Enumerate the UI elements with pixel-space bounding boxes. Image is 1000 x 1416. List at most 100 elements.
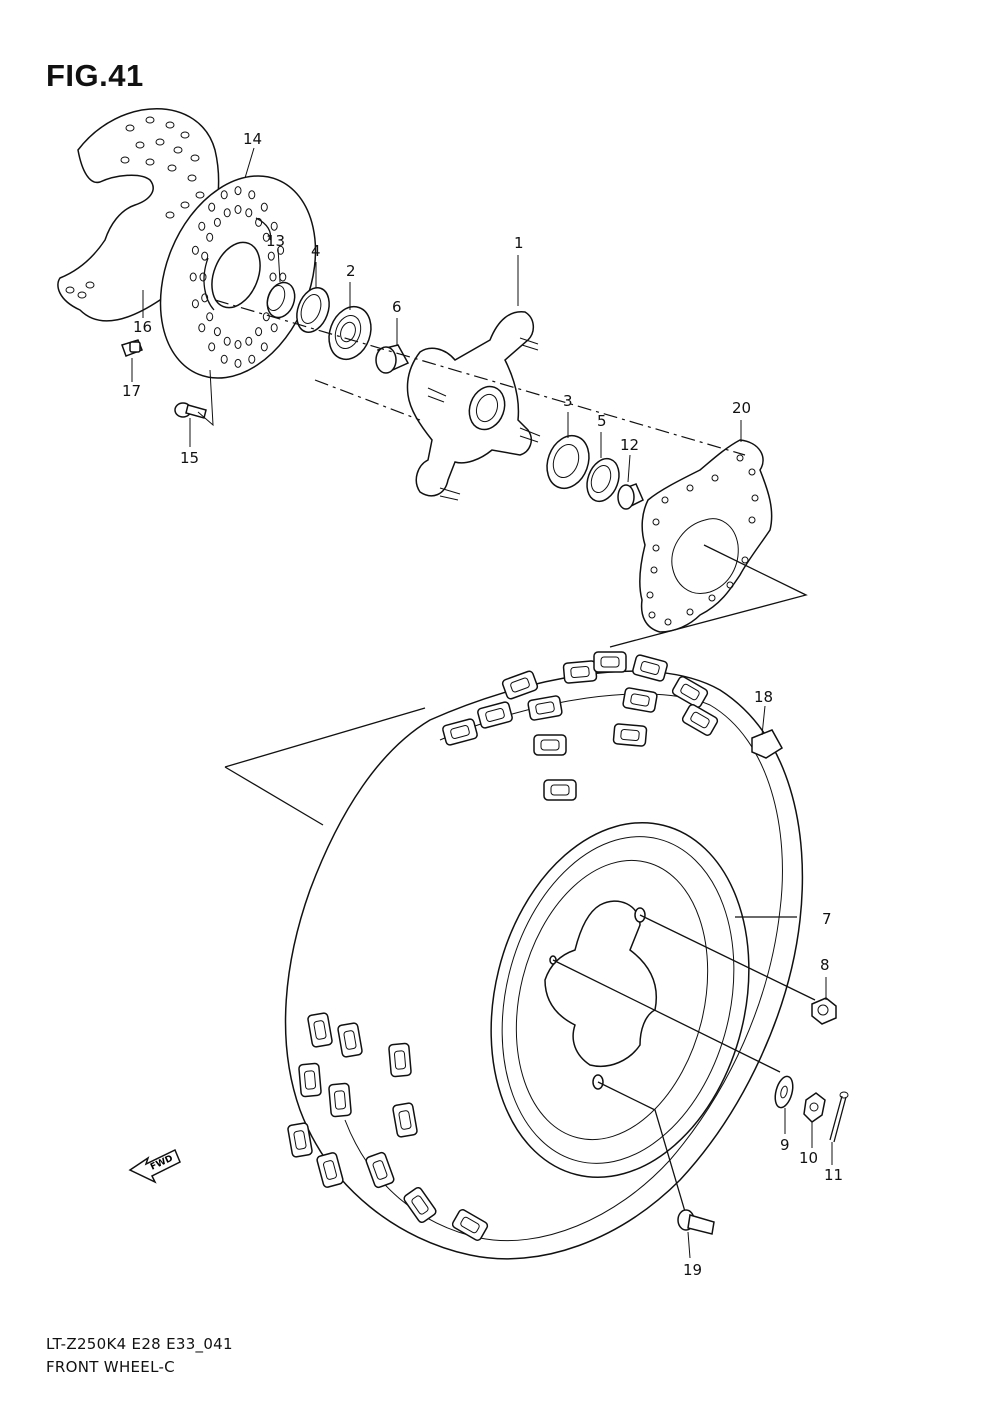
disc-hole	[255, 327, 263, 337]
tread-block	[392, 1102, 418, 1138]
tread-block	[543, 779, 577, 801]
callout-11: 11	[824, 1166, 843, 1184]
tread-block	[388, 1042, 412, 1078]
guard-hole	[187, 174, 197, 182]
tread-block	[451, 1209, 489, 1241]
plate-hole	[741, 556, 749, 564]
oil-seal-4	[296, 287, 330, 333]
callout-leaders	[131, 147, 833, 1259]
tread-block	[501, 670, 539, 700]
castle-nut-10	[803, 1092, 826, 1123]
callout-19: 19	[683, 1261, 702, 1279]
disc-hole	[270, 221, 278, 231]
tread-block	[328, 1082, 352, 1118]
guard-hole	[165, 121, 175, 129]
disc-hole	[213, 327, 221, 337]
callout-15: 15	[180, 449, 199, 467]
plate-hole	[661, 496, 669, 504]
plate-hole	[736, 454, 744, 462]
disc-hole	[213, 217, 221, 227]
disc-hole	[220, 190, 228, 200]
guard-hole	[145, 158, 155, 166]
washer-9	[774, 1075, 794, 1109]
disc-hole	[248, 354, 256, 364]
plate-hole	[751, 494, 759, 502]
guard-hole	[65, 286, 75, 294]
tread-block	[527, 695, 563, 721]
disc-hole	[262, 312, 270, 322]
plate-hole	[648, 611, 656, 619]
oil-seal-5	[586, 457, 620, 503]
callout-16: 16	[133, 318, 152, 336]
tread-block	[533, 734, 567, 756]
disc-hole	[260, 202, 268, 212]
plate-hole	[646, 591, 654, 599]
disc-hole	[234, 340, 242, 349]
disc-hole	[267, 251, 275, 261]
callout-6: 6	[392, 298, 402, 316]
plate-hole	[652, 518, 660, 526]
tread-block	[562, 660, 598, 684]
nut-8	[811, 997, 837, 1025]
guard-hole	[125, 124, 135, 132]
tread-block	[287, 1122, 313, 1158]
disc-hole	[223, 336, 231, 346]
plate-hole	[652, 544, 660, 552]
disc-hole	[223, 208, 231, 218]
guard-hole	[167, 164, 177, 172]
tread-block	[593, 651, 627, 673]
disc-hole	[255, 217, 263, 227]
guard-hole	[195, 191, 205, 199]
guard-hole	[180, 131, 190, 139]
model-code: LT-Z250K4 E28 E33_041	[46, 1335, 233, 1353]
tread-block	[337, 1022, 363, 1058]
plate-hole	[726, 581, 734, 589]
tread-block	[403, 1186, 437, 1224]
callout-2: 2	[346, 262, 356, 280]
disc-hole	[208, 202, 216, 212]
spacer-6	[375, 344, 410, 374]
disc-hole	[234, 186, 242, 196]
tread-block	[612, 723, 648, 747]
plate-hole	[686, 484, 694, 492]
disc-hole	[269, 272, 277, 282]
disc-hole	[206, 312, 214, 322]
guard-hole	[180, 201, 190, 209]
disc-hole	[262, 232, 270, 242]
figure-name: FRONT WHEEL-C	[46, 1358, 175, 1376]
disc-hole	[198, 221, 206, 231]
figure-title: FIG.41	[46, 58, 144, 93]
callout-12: 12	[620, 436, 639, 454]
tread-block	[365, 1151, 395, 1189]
bearing-2	[328, 305, 372, 361]
disc-hole	[270, 323, 278, 333]
callout-14: 14	[243, 130, 262, 148]
tread-block	[622, 687, 658, 713]
callout-3: 3	[563, 392, 573, 410]
disc-hole	[201, 293, 209, 303]
callout-9: 9	[780, 1136, 790, 1154]
wheel-hub	[406, 311, 541, 501]
tread-block	[477, 701, 513, 729]
callout-10: 10	[799, 1149, 818, 1167]
callout-13: 13	[266, 232, 285, 250]
guard-hole	[173, 146, 183, 154]
callout-7: 7	[822, 910, 832, 928]
tread-block	[671, 676, 709, 708]
brake-disc	[159, 175, 317, 379]
spacer-13	[266, 281, 296, 319]
disc-hole	[248, 190, 256, 200]
plate-20	[639, 439, 773, 633]
disc-hole	[191, 299, 199, 309]
valve-19	[677, 1209, 715, 1235]
disc-hole	[189, 272, 197, 282]
disc-hole	[198, 323, 206, 333]
disc-hole	[220, 354, 228, 364]
tread-block	[442, 718, 478, 746]
callout-17: 17	[122, 382, 141, 400]
tread-block	[632, 654, 668, 682]
disc-hole	[208, 342, 216, 352]
spacer-12	[617, 483, 644, 510]
guard-hole	[120, 156, 130, 164]
guard-hole	[145, 116, 155, 124]
